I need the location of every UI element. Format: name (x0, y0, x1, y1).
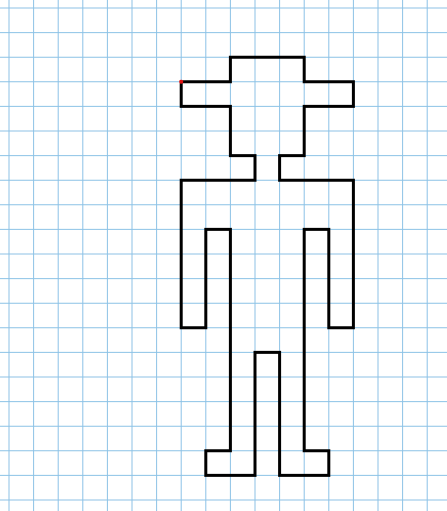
start-point-marker (179, 80, 183, 84)
